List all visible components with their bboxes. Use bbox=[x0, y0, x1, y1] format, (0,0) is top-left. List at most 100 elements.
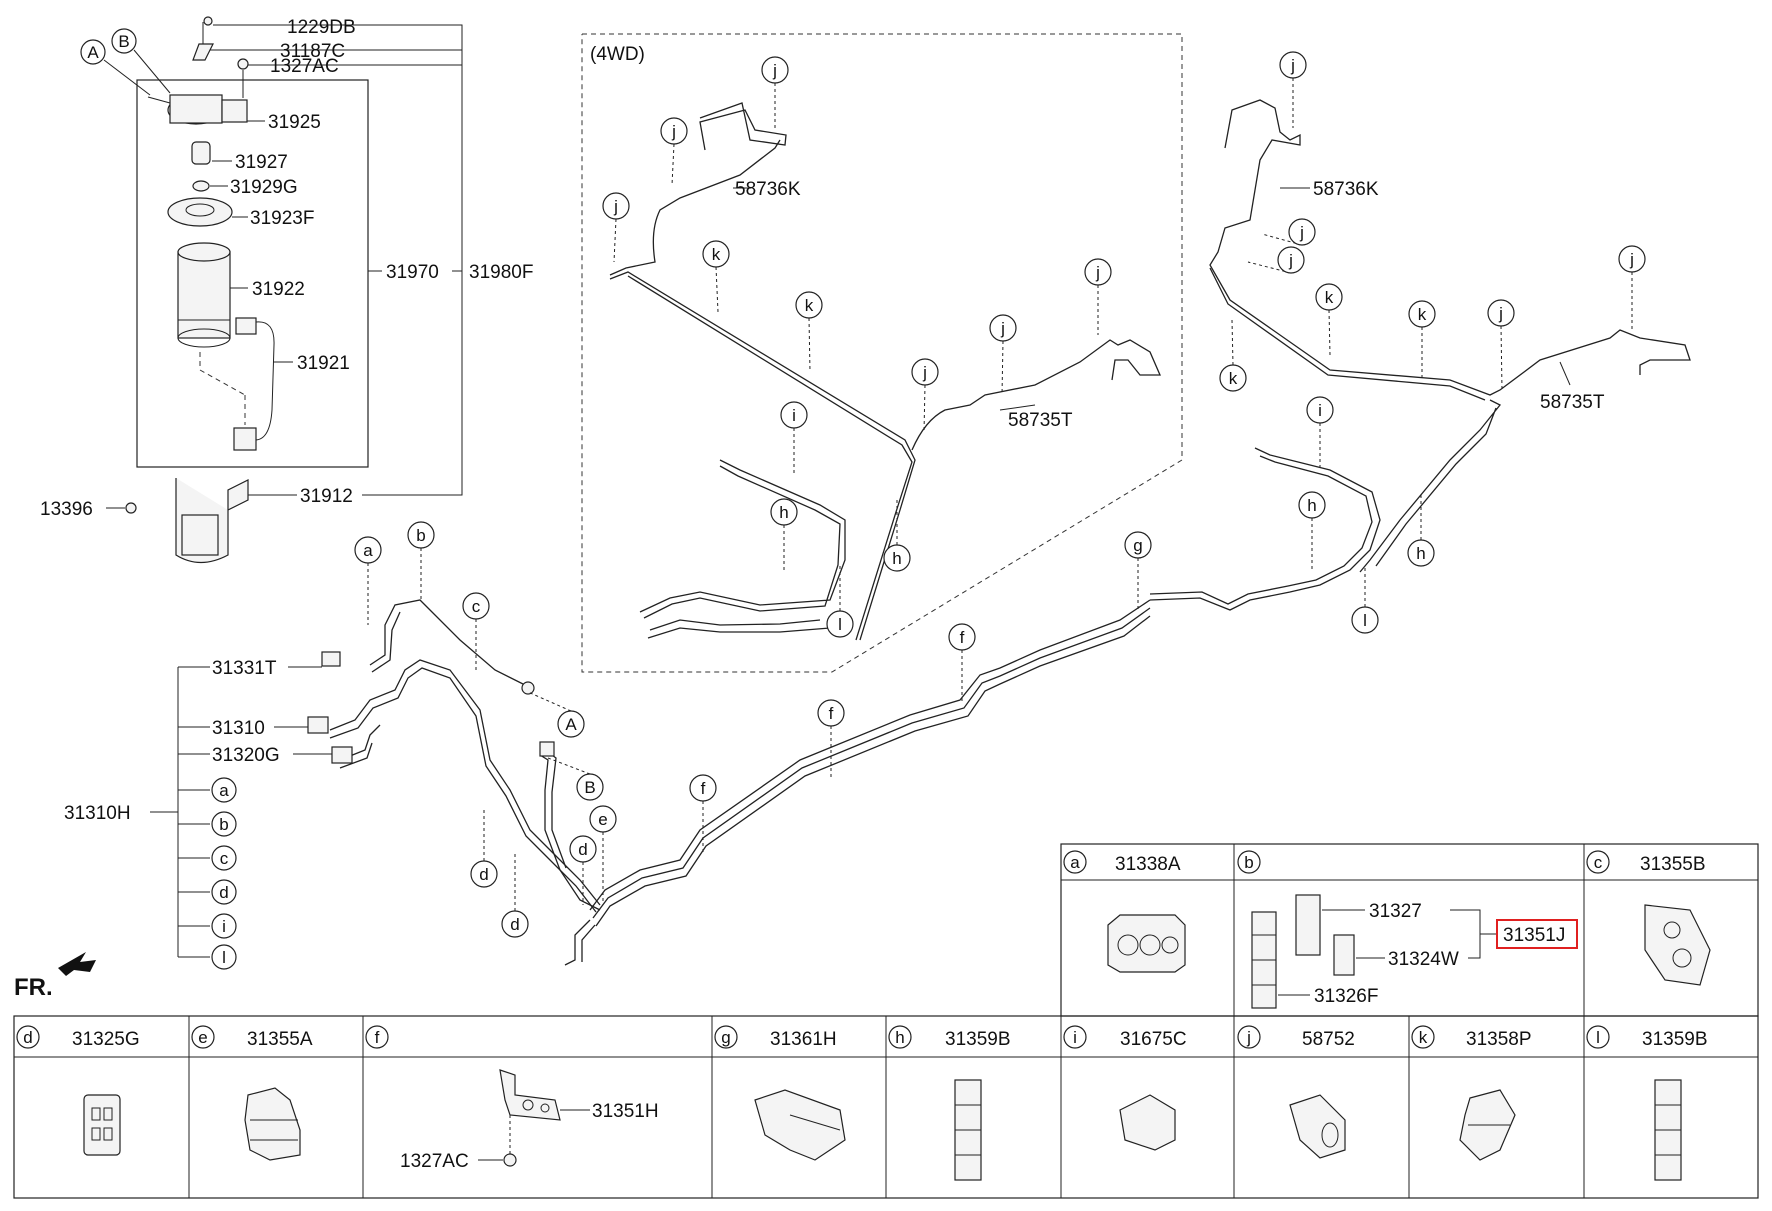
table-code-31355A: 31355A bbox=[247, 1029, 313, 1050]
table-label-31326F: 31326F bbox=[1314, 986, 1378, 1007]
callout-circle-d bbox=[470, 860, 498, 888]
hose-upper-left bbox=[369, 599, 526, 686]
callout-letter-j: j bbox=[671, 122, 676, 141]
bracket-31351H-image bbox=[478, 1069, 590, 1167]
clip-31355B-image bbox=[1644, 904, 1711, 986]
clip-31325G-image bbox=[83, 1094, 121, 1156]
label-31331T: 31331T bbox=[212, 658, 277, 679]
callout-circle-f bbox=[948, 623, 976, 651]
right-lower-pipes bbox=[1149, 447, 1381, 611]
callout-circle-h bbox=[883, 544, 911, 572]
table-letter-e: e bbox=[198, 1028, 207, 1047]
filter-inner-box bbox=[136, 79, 369, 468]
callout-leader-B bbox=[547, 757, 591, 775]
fourwd-j-loop-left bbox=[699, 102, 787, 151]
callout-letter-b: b bbox=[416, 526, 425, 545]
callout-letter-k: k bbox=[1325, 288, 1334, 307]
svg-text:i: i bbox=[222, 917, 226, 936]
callout-letter-k: k bbox=[805, 296, 814, 315]
list-circle-i bbox=[211, 913, 237, 939]
callout-letter-B: B bbox=[584, 778, 595, 797]
table-code-31359B-l: 31359B bbox=[1642, 1029, 1708, 1050]
part-31923F bbox=[167, 197, 233, 227]
callout-leader-j bbox=[1001, 340, 1004, 396]
fourwd-title: (4WD) bbox=[590, 44, 645, 65]
clip-31359B-l-image bbox=[1654, 1079, 1682, 1181]
callout-circle-j bbox=[761, 56, 789, 84]
table-label-31327: 31327 bbox=[1369, 901, 1422, 922]
label-1327AC-top: 1327AC bbox=[270, 56, 339, 77]
callout-circle-d bbox=[569, 835, 597, 863]
callout-letter-j: j bbox=[1299, 223, 1304, 242]
table-code-31358P: 31358P bbox=[1466, 1029, 1532, 1050]
table-code-31361H: 31361H bbox=[770, 1029, 837, 1050]
callout-circle-l bbox=[826, 610, 854, 638]
highlight-box-31351J bbox=[1496, 919, 1578, 949]
fuel-filter-assembly: A B 1229DB 31187C 1327AC 31925 31927 319… bbox=[40, 16, 533, 564]
callout-letter-h: h bbox=[1307, 496, 1316, 515]
callout-circle-c bbox=[462, 592, 490, 620]
fourwd-branch-58735T bbox=[911, 339, 1161, 451]
clip-31355A-image bbox=[244, 1087, 301, 1161]
label-31970: 31970 bbox=[386, 262, 439, 283]
callout-B-top bbox=[111, 28, 137, 54]
callout-circle-k bbox=[795, 291, 823, 319]
bracket-31980F bbox=[213, 24, 463, 496]
callout-leader-j bbox=[1500, 325, 1503, 391]
callout-letter-j: j bbox=[922, 363, 927, 382]
callout-leader-A bbox=[527, 691, 572, 712]
callout-letter-g: g bbox=[1133, 536, 1142, 555]
callout-letter-d: d bbox=[578, 840, 587, 859]
fourwd-dashed-box bbox=[581, 33, 1183, 673]
callout-circle-j bbox=[1279, 51, 1307, 79]
label-31929G: 31929G bbox=[230, 177, 298, 198]
callout-circle-j bbox=[1288, 218, 1316, 246]
callout-circle-h bbox=[1298, 491, 1326, 519]
callout-letter-l: l bbox=[838, 615, 842, 634]
callout-circle-j bbox=[660, 117, 688, 145]
callout-circle-e bbox=[589, 805, 617, 833]
table-label-1327AC: 1327AC bbox=[400, 1151, 469, 1172]
right-pipe-descending bbox=[1359, 399, 1502, 573]
callout-circle-l bbox=[1351, 606, 1379, 634]
lower-left-list: 31331T 31310 31320G 31310H a b c d i l F… bbox=[14, 658, 332, 1001]
callout-A-top bbox=[80, 39, 106, 65]
callout-circle-k bbox=[1219, 364, 1247, 392]
callout-A-text: A bbox=[87, 43, 99, 62]
callout-letter-f: f bbox=[960, 628, 965, 647]
table-label-31351J: 31351J bbox=[1503, 925, 1565, 946]
table-letter-b: b bbox=[1244, 853, 1253, 872]
label-31925: 31925 bbox=[268, 112, 321, 133]
table-code-31359B-h: 31359B bbox=[945, 1029, 1011, 1050]
callout-letter-h: h bbox=[1416, 544, 1425, 563]
callout-letter-j: j bbox=[1000, 319, 1005, 338]
clip-31338A-image bbox=[1107, 914, 1186, 973]
callout-leader-k bbox=[808, 317, 811, 373]
table-letter-h: h bbox=[895, 1028, 904, 1047]
part-31922-filter bbox=[177, 251, 231, 339]
part-31921-sensor bbox=[233, 427, 257, 451]
callout-letter-f: f bbox=[701, 779, 706, 798]
list-circle-b bbox=[211, 811, 237, 837]
list-circle-a bbox=[211, 777, 237, 803]
callout-letter-l: l bbox=[1363, 611, 1367, 630]
connector-31320G bbox=[331, 746, 353, 764]
table-code-31675C: 31675C bbox=[1120, 1029, 1187, 1050]
callout-circle-i bbox=[1306, 396, 1334, 424]
fourwd-lower-pipes bbox=[639, 459, 846, 619]
fourwd-section: (4WD) 58736K 58735T bbox=[581, 33, 1183, 673]
callout-letter-h: h bbox=[779, 503, 788, 522]
part-31921-connector bbox=[235, 317, 257, 335]
callout-letter-j: j bbox=[1629, 250, 1634, 269]
callout-leader-k bbox=[1231, 319, 1234, 366]
callout-B-text: B bbox=[118, 32, 129, 51]
callout-letter-h: h bbox=[892, 549, 901, 568]
label-31310: 31310 bbox=[212, 718, 265, 739]
table-letter-g: g bbox=[721, 1028, 730, 1047]
part-13396 bbox=[125, 502, 137, 514]
callout-circle-j bbox=[1618, 245, 1646, 273]
fr-label: FR. bbox=[14, 974, 53, 1001]
callout-circle-j bbox=[1084, 258, 1112, 286]
